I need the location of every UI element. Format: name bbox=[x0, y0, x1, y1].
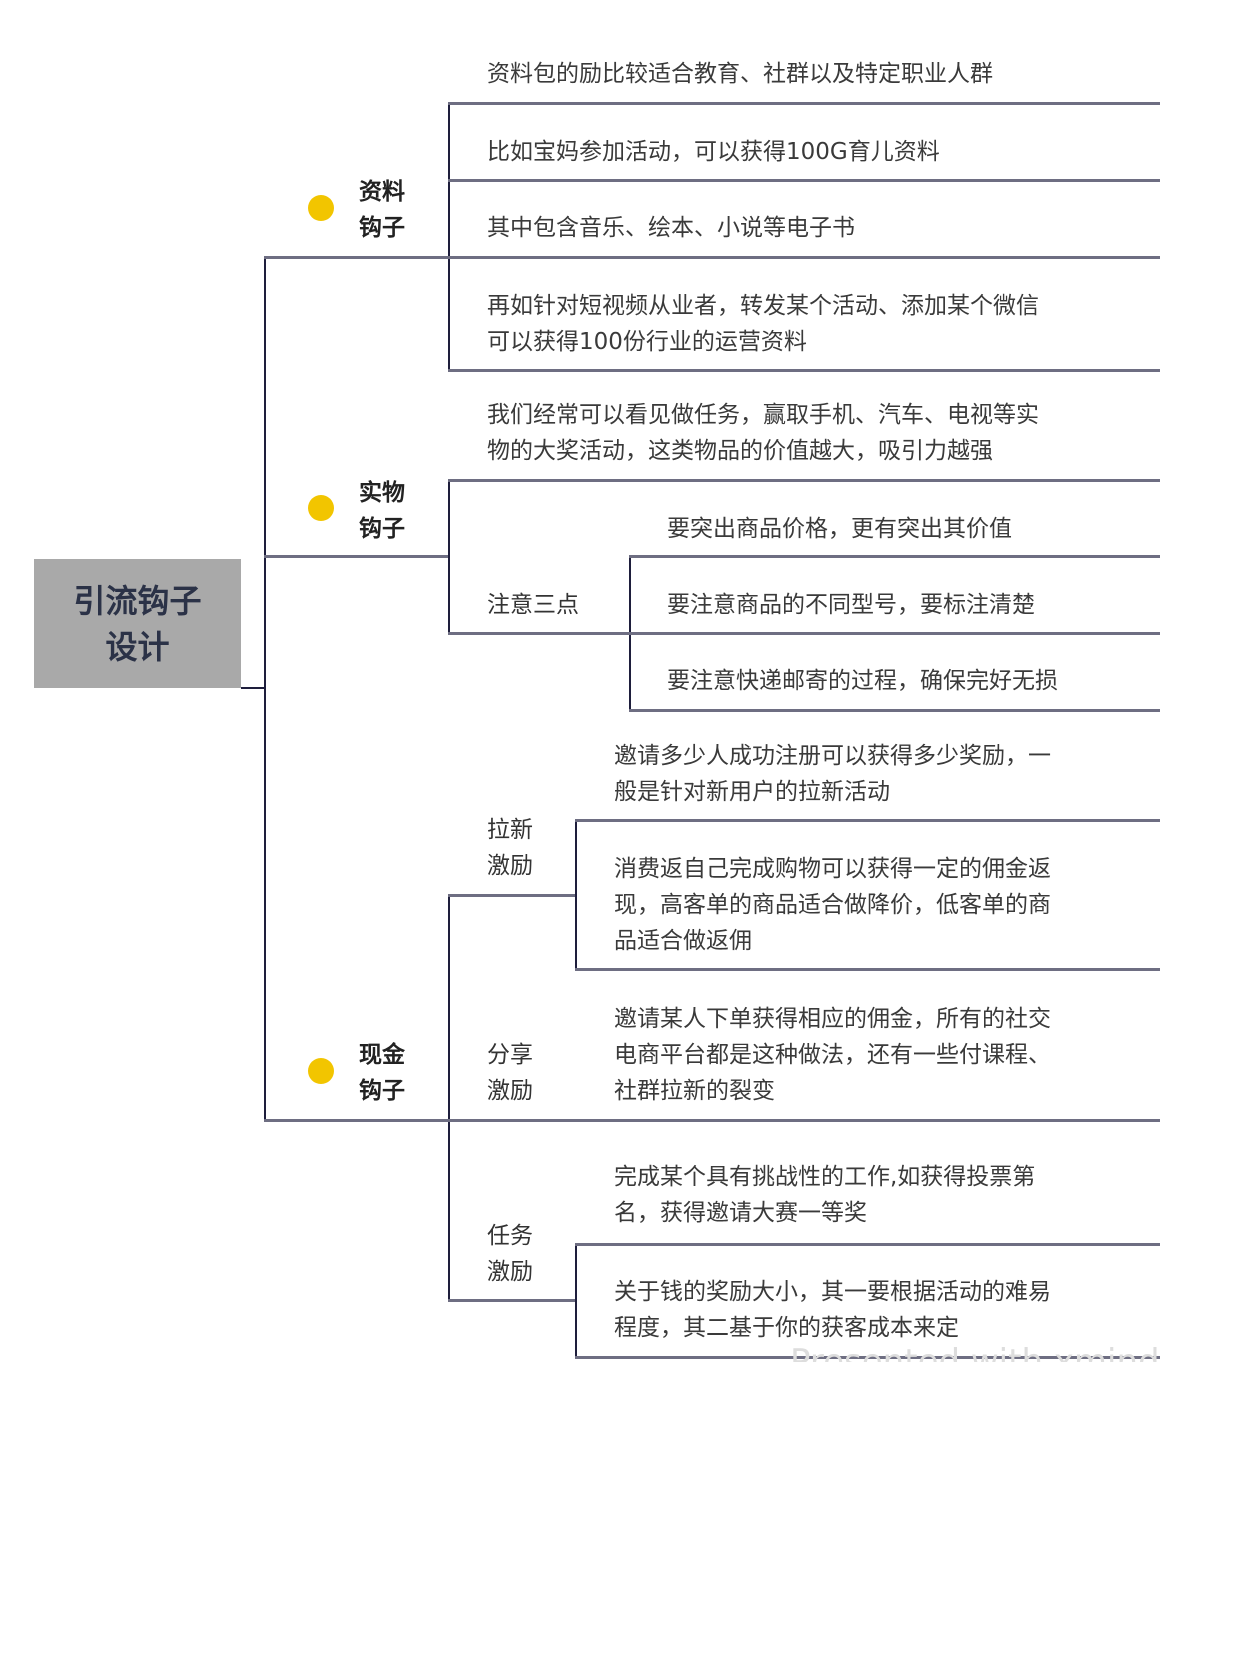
leaf-topic[interactable]: 要注意快递邮寄的过程，确保完好无损 bbox=[667, 668, 1058, 694]
connector bbox=[575, 820, 577, 970]
leaf-line bbox=[575, 1243, 1160, 1246]
leaf-topic[interactable]: 我们经常可以看见做任务，赢取手机、汽车、电视等实 物的大奖活动，这类物品的价值越… bbox=[487, 402, 1039, 464]
leaf-line bbox=[629, 709, 1160, 712]
leaf-line bbox=[448, 179, 1160, 182]
watermark: Presented with xmind bbox=[790, 1342, 1160, 1362]
topic-referral-incentive[interactable]: 拉新 激励 bbox=[487, 817, 533, 879]
connector bbox=[241, 687, 265, 689]
leaf-topic[interactable]: 关于钱的奖励大小，其一要根据活动的难易 程度，其二基于你的获客成本来定 bbox=[614, 1279, 1051, 1341]
root-topic[interactable]: 引流钩子 设计 bbox=[34, 559, 241, 688]
leaf-line bbox=[448, 479, 1160, 482]
topic-physical-hook[interactable]: 实物 钩子 bbox=[359, 480, 405, 542]
leaf-line bbox=[629, 632, 1160, 635]
topic-three-notes[interactable]: 注意三点 bbox=[487, 592, 579, 618]
connector bbox=[448, 895, 450, 1301]
leaf-line bbox=[448, 894, 576, 897]
connector bbox=[575, 1244, 577, 1358]
yellow-dot-icon bbox=[308, 195, 334, 221]
leaf-topic[interactable]: 邀请多少人成功注册可以获得多少奖励，一 般是针对新用户的拉新活动 bbox=[614, 743, 1051, 805]
connector bbox=[448, 103, 450, 371]
yellow-dot-icon bbox=[308, 495, 334, 521]
leaf-line bbox=[448, 632, 630, 635]
leaf-topic[interactable]: 再如针对短视频从业者，转发某个活动、添加某个微信 可以获得100份行业的运营资料 bbox=[487, 293, 1039, 355]
connector bbox=[264, 257, 266, 1121]
leaf-line bbox=[448, 369, 1160, 372]
leaf-topic[interactable]: 邀请某人下单获得相应的佣金，所有的社交 电商平台都是这种做法，还有一些付课程、 … bbox=[614, 1006, 1051, 1104]
leaf-topic[interactable]: 其中包含音乐、绘本、小说等电子书 bbox=[487, 215, 855, 241]
leaf-topic[interactable]: 资料包的励比较适合教育、社群以及特定职业人群 bbox=[487, 61, 993, 87]
leaf-line bbox=[575, 1356, 1160, 1359]
leaf-line bbox=[575, 968, 1160, 971]
leaf-topic[interactable]: 要注意商品的不同型号，要标注清楚 bbox=[667, 592, 1035, 618]
leaf-line bbox=[448, 256, 1160, 259]
topic-task-incentive[interactable]: 任务 激励 bbox=[487, 1223, 533, 1285]
branch-line bbox=[264, 555, 448, 558]
leaf-line bbox=[575, 819, 1160, 822]
leaf-line bbox=[629, 555, 1160, 558]
leaf-line bbox=[448, 102, 1160, 105]
connector bbox=[448, 480, 450, 634]
leaf-line bbox=[448, 1299, 576, 1302]
leaf-topic[interactable]: 完成某个具有挑战性的工作,如获得投票第 名，获得邀请大赛一等奖 bbox=[614, 1164, 1036, 1226]
topic-share-incentive[interactable]: 分享 激励 bbox=[487, 1042, 533, 1104]
branch-line bbox=[264, 1119, 448, 1122]
leaf-line bbox=[448, 1119, 1160, 1122]
topic-cash-hook[interactable]: 现金 钩子 bbox=[359, 1042, 405, 1104]
leaf-topic[interactable]: 比如宝妈参加活动，可以获得100G育儿资料 bbox=[487, 139, 940, 165]
topic-material-hook[interactable]: 资料 钩子 bbox=[359, 179, 405, 241]
branch-line bbox=[264, 256, 448, 259]
leaf-topic[interactable]: 要突出商品价格，更有突出其价值 bbox=[667, 516, 1012, 542]
yellow-dot-icon bbox=[308, 1058, 334, 1084]
leaf-topic[interactable]: 消费返自己完成购物可以获得一定的佣金返 现，高客单的商品适合做降价，低客单的商 … bbox=[614, 856, 1051, 954]
